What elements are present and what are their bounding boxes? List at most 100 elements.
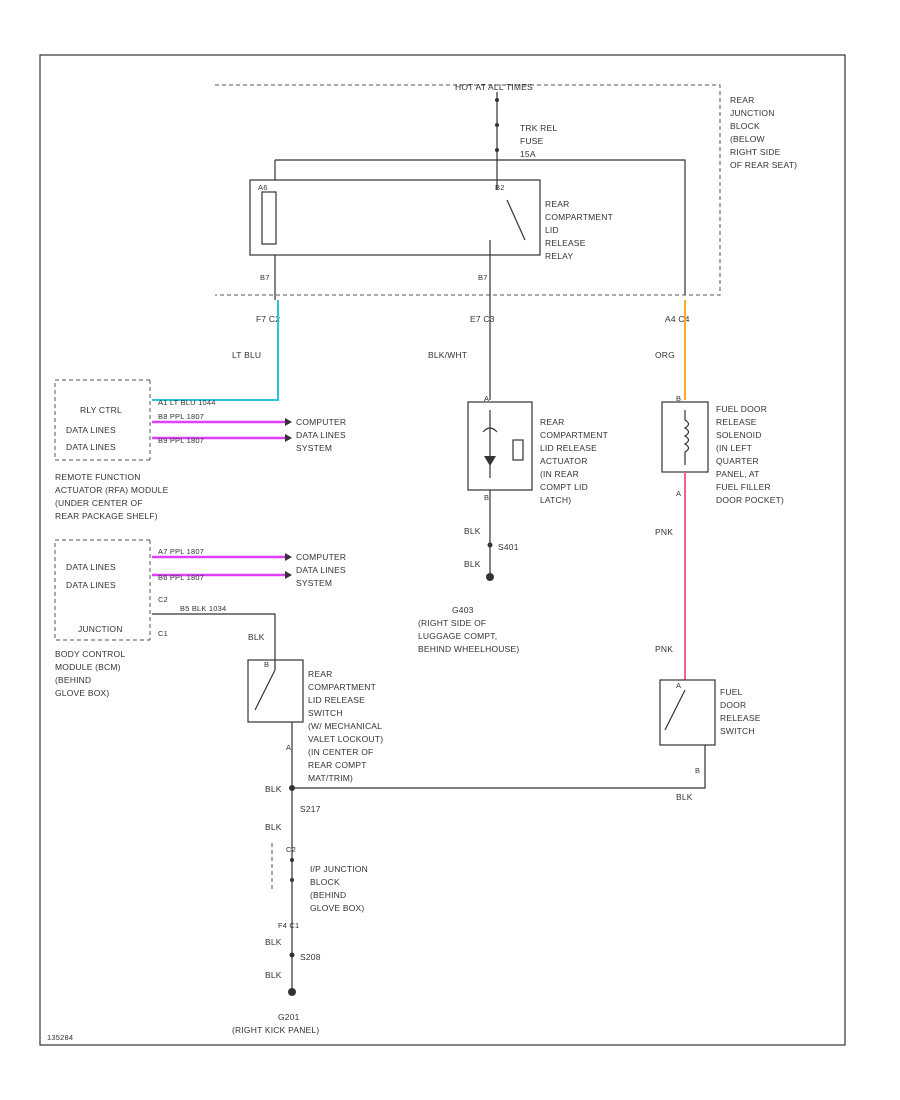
lt-blu-wire: [152, 300, 279, 401]
lid-switch-contact: [254, 669, 276, 711]
svg-text:SYSTEM: SYSTEM: [296, 443, 332, 453]
svg-text:SWITCH: SWITCH: [720, 726, 755, 736]
splice-s208: S208: [300, 952, 321, 962]
svg-text:B: B: [676, 394, 681, 403]
svg-text:RELEASE: RELEASE: [716, 417, 757, 427]
svg-text:A1 LT BLU 1044: A1 LT BLU 1044: [158, 398, 216, 407]
svg-text:15A: 15A: [520, 149, 536, 159]
fuel-switch-label: FUEL DOOR RELEASE SWITCH: [720, 687, 761, 736]
svg-text:ACTUATOR (RFA) MODULE: ACTUATOR (RFA) MODULE: [55, 485, 169, 495]
svg-text:(IN REAR: (IN REAR: [540, 469, 579, 479]
svg-text:OF REAR SEAT): OF REAR SEAT): [730, 160, 797, 170]
fuel-switch-box: [659, 679, 716, 746]
actuator-box: [467, 401, 533, 491]
svg-text:(RIGHT KICK PANEL): (RIGHT KICK PANEL): [232, 1025, 319, 1035]
svg-text:RIGHT SIDE: RIGHT SIDE: [730, 147, 781, 157]
svg-text:DATA LINES: DATA LINES: [66, 580, 116, 590]
svg-text:REAR: REAR: [540, 417, 564, 427]
svg-text:MAT/TRIM): MAT/TRIM): [308, 773, 353, 783]
svg-text:LID: LID: [545, 225, 559, 235]
svg-text:B9 PPL 1807: B9 PPL 1807: [158, 436, 204, 445]
svg-text:RELEASE: RELEASE: [720, 713, 761, 723]
svg-text:DATA LINES: DATA LINES: [66, 425, 116, 435]
svg-text:BLK/WHT: BLK/WHT: [428, 350, 467, 360]
svg-text:BLK: BLK: [248, 632, 265, 642]
svg-text:B6 PPL 1807: B6 PPL 1807: [158, 573, 204, 582]
diagram-id: 135284: [47, 1033, 73, 1042]
relay-box: [249, 179, 541, 256]
svg-text:BLOCK: BLOCK: [730, 121, 760, 131]
ground-g403: [486, 573, 494, 581]
svg-text:REAR: REAR: [308, 669, 332, 679]
svg-text:COMPARTMENT: COMPARTMENT: [308, 682, 376, 692]
svg-text:B: B: [264, 660, 269, 669]
svg-text:F4 C1: F4 C1: [278, 921, 299, 930]
computer-data-lines-label-2: COMPUTER DATA LINES SYSTEM: [296, 552, 346, 588]
ground-g403-label: G403 (RIGHT SIDE OF LUGGAGE COMPT, BEHIN…: [418, 605, 519, 654]
power-bus: [275, 159, 686, 295]
rfa-module-outline: [54, 379, 150, 461]
relay-label: REAR COMPARTMENT LID RELEASE RELAY: [545, 199, 613, 261]
svg-text:PANEL, AT: PANEL, AT: [716, 469, 760, 479]
svg-text:LID RELEASE: LID RELEASE: [308, 695, 365, 705]
svg-text:BLK: BLK: [464, 526, 481, 536]
svg-text:LUGGAGE COMPT,: LUGGAGE COMPT,: [418, 631, 497, 641]
svg-text:MODULE (BCM): MODULE (BCM): [55, 662, 121, 672]
svg-text:B5 BLK 1034: B5 BLK 1034: [180, 604, 226, 613]
svg-text:SWITCH: SWITCH: [308, 708, 343, 718]
svg-text:RLY CTRL: RLY CTRL: [80, 405, 122, 415]
lid-switch-label: REAR COMPARTMENT LID RELEASE SWITCH (W/ …: [308, 669, 383, 783]
svg-text:G403: G403: [452, 605, 474, 615]
svg-text:REMOTE FUNCTION: REMOTE FUNCTION: [55, 472, 141, 482]
svg-text:FUEL: FUEL: [720, 687, 743, 697]
svg-text:G201: G201: [278, 1012, 300, 1022]
svg-text:COMPARTMENT: COMPARTMENT: [540, 430, 608, 440]
fuse-label: TRK REL FUSE 15A: [520, 123, 557, 159]
ground-g201-label: G201 (RIGHT KICK PANEL): [232, 1012, 319, 1035]
svg-text:(BELOW: (BELOW: [730, 134, 765, 144]
svg-text:BLK: BLK: [265, 784, 282, 794]
connector-f7-c2: F7 C2: [256, 314, 280, 324]
svg-text:BLK: BLK: [464, 559, 481, 569]
svg-text:COMPT LID: COMPT LID: [540, 482, 588, 492]
solenoid-coil: [683, 410, 690, 465]
svg-text:A: A: [676, 681, 681, 690]
svg-text:DOOR: DOOR: [720, 700, 746, 710]
svg-text:SOLENOID: SOLENOID: [716, 430, 762, 440]
svg-text:REAR: REAR: [730, 95, 754, 105]
svg-text:A7 PPL 1807: A7 PPL 1807: [158, 547, 204, 556]
svg-text:B7: B7: [260, 273, 270, 282]
relay-contact: [506, 199, 526, 241]
ip-junction-block-label: I/P JUNCTION BLOCK (BEHIND GLOVE BOX): [310, 864, 368, 913]
connector-e7-c3: E7 C3: [470, 314, 495, 324]
fuel-switch-ground-wire: [292, 745, 706, 789]
bcm-label: BODY CONTROL MODULE (BCM) (BEHIND GLOVE …: [55, 649, 125, 698]
svg-text:(W/ MECHANICAL: (W/ MECHANICAL: [308, 721, 382, 731]
relay-coil: [261, 191, 277, 245]
svg-text:DOOR POCKET): DOOR POCKET): [716, 495, 784, 505]
svg-text:TRK REL: TRK REL: [520, 123, 557, 133]
svg-text:LT BLU: LT BLU: [232, 350, 261, 360]
svg-text:B2: B2: [495, 183, 505, 192]
computer-data-lines-label-1: COMPUTER DATA LINES SYSTEM: [296, 417, 346, 453]
svg-text:GLOVE BOX): GLOVE BOX): [310, 903, 364, 913]
svg-text:DATA LINES: DATA LINES: [296, 430, 346, 440]
ground-g201: [288, 988, 296, 996]
svg-text:BODY CONTROL: BODY CONTROL: [55, 649, 125, 659]
splice-s217: S217: [300, 804, 321, 814]
svg-text:DATA LINES: DATA LINES: [296, 565, 346, 575]
svg-text:B: B: [695, 766, 700, 775]
fuel-switch-contact: [664, 689, 686, 731]
rfa-module-label: REMOTE FUNCTION ACTUATOR (RFA) MODULE (U…: [55, 472, 169, 521]
svg-text:LID RELEASE: LID RELEASE: [540, 443, 597, 453]
svg-text:LATCH): LATCH): [540, 495, 571, 505]
svg-text:FUEL DOOR: FUEL DOOR: [716, 404, 767, 414]
bcm-blk-wire: [152, 613, 276, 670]
svg-text:B: B: [484, 493, 489, 502]
svg-text:A6: A6: [258, 183, 268, 192]
svg-text:PNK: PNK: [655, 527, 673, 537]
svg-text:BEHIND WHEELHOUSE): BEHIND WHEELHOUSE): [418, 644, 519, 654]
svg-text:REAR PACKAGE SHELF): REAR PACKAGE SHELF): [55, 511, 158, 521]
svg-text:DATA LINES: DATA LINES: [66, 442, 116, 452]
